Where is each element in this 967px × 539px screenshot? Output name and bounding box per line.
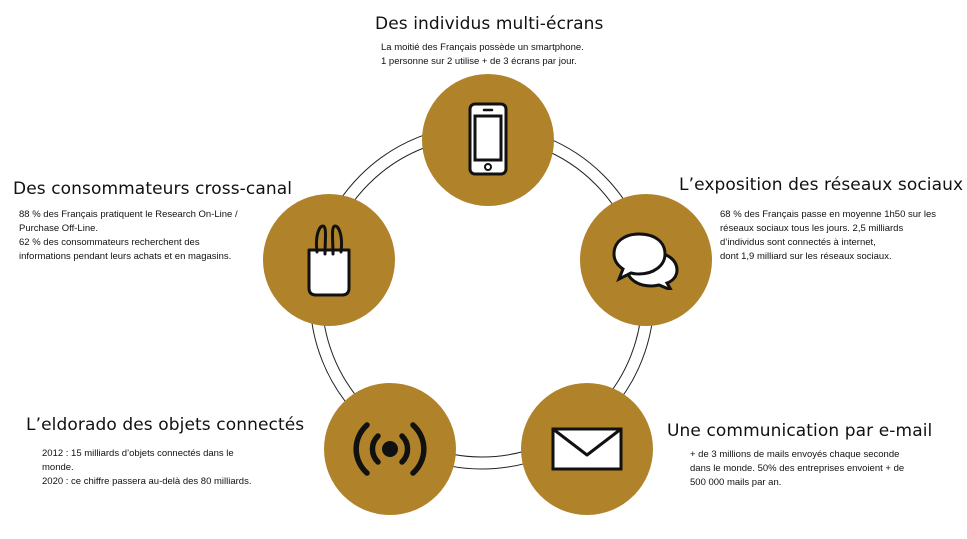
desc-reseaux-sociaux: 68 % des Français passe en moyenne 1h50 … [720, 208, 936, 264]
desc-line: 500 000 mails par an. [690, 477, 782, 488]
desc-line: 1 personne sur 2 utilise + de 3 écrans p… [381, 56, 577, 67]
desc-line: monde. [42, 462, 74, 473]
wireless-signal-icon [353, 422, 427, 476]
title-objets-connectes: L’eldorado des objets connectés [26, 415, 305, 435]
desc-email: + de 3 millions de mails envoyés chaque … [690, 448, 904, 490]
desc-cross-canal: 88 % des Français pratiquent le Research… [19, 208, 238, 264]
desc-line: + de 3 millions de mails envoyés chaque … [690, 449, 900, 460]
title-cross-canal: Des consommateurs cross-canal [13, 179, 293, 199]
desc-line: d’individus sont connectés à internet, [720, 237, 876, 248]
node-reseaux-sociaux [580, 194, 712, 326]
desc-line: dans le monde. 50% des entreprises envoi… [690, 463, 905, 474]
desc-line: 62 % des consommateurs recherchent des [19, 237, 200, 248]
title-multi-ecrans: Des individus multi-écrans [375, 14, 604, 34]
title-reseaux-sociaux: L’exposition des réseaux sociaux [679, 175, 964, 195]
node-multi-ecrans [422, 74, 554, 206]
shopping-bag-icon [307, 224, 351, 297]
chat-bubbles-icon [612, 232, 679, 290]
desc-line: réseaux sociaux tous les jours. 2,5 mill… [720, 223, 904, 234]
node-email [521, 383, 653, 515]
node-cross-canal [263, 194, 395, 326]
title-email: Une communication par e-mail [667, 421, 933, 441]
smartphone-icon [468, 102, 508, 176]
desc-line: dont 1,9 milliard sur les réseaux sociau… [720, 251, 892, 262]
desc-line: 2020 : ce chiffre passera au-delà des 80… [42, 476, 252, 487]
desc-multi-ecrans: La moitié des Français possède un smartp… [381, 41, 584, 69]
desc-line: 68 % des Français passe en moyenne 1h50 … [720, 209, 936, 220]
desc-line: informations pendant leurs achats et en … [19, 251, 232, 262]
desc-line: La moitié des Français possède un smartp… [381, 42, 584, 53]
desc-line: Purchase Off-Line. [19, 223, 99, 234]
desc-objets-connectes: 2012 : 15 milliards d’objets connectés d… [42, 447, 251, 489]
envelope-icon [551, 427, 623, 471]
desc-line: 2012 : 15 milliards d’objets connectés d… [42, 448, 234, 459]
desc-line: 88 % des Français pratiquent le Research… [19, 209, 238, 220]
node-objets-connectes [324, 383, 456, 515]
